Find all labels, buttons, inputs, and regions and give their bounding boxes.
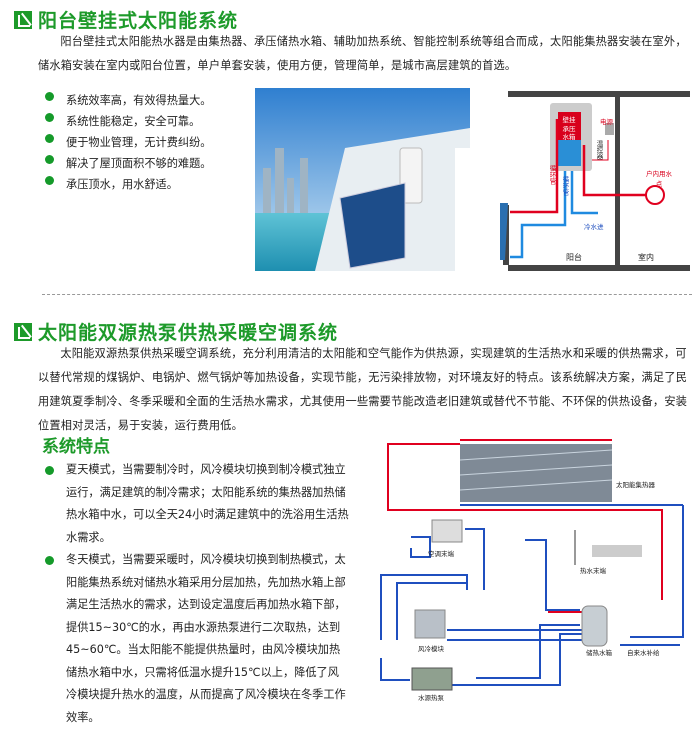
features-list: 夏天模式，当需要制冷时，风冷模块切换到制冷模式独立运行，满足建筑的制冷需求；太阳…: [45, 459, 350, 729]
section1-bullets: 系统效率高，有效得热量大。 系统性能稳定，安全可靠。 便于物业管理，无计费纠纷。…: [45, 92, 211, 197]
cold-in-label: 冷水进: [584, 223, 604, 231]
bullet-icon: [45, 556, 54, 565]
water-pump-label: 水源热泵: [418, 694, 444, 702]
air-module-label: 风冷模块: [418, 645, 444, 653]
section-marker-icon: [14, 10, 32, 29]
dual-source-system-diagram: [380, 439, 684, 691]
bullet-icon: [45, 134, 54, 143]
collector-label: 太阳能集热器: [616, 481, 655, 489]
list-item: 冬天模式，当需要采暖时，风冷模块切换到制热模式，太阳能集热系统对储热水箱采用分层…: [45, 549, 350, 729]
bullet-icon: [45, 155, 54, 164]
cold-pipe-label: 循环管: [561, 176, 569, 196]
features-title: 系统特点: [42, 437, 110, 457]
storage-tank-label: 储热水箱: [586, 649, 612, 657]
ac-end-label: 空调末端: [428, 550, 454, 558]
tap-supply-label: 自来水补给: [627, 649, 660, 657]
bullet-icon: [45, 92, 54, 101]
list-item: 夏天模式，当需要制冷时，风冷模块切换到制冷模式独立运行，满足建筑的制冷需求；太阳…: [45, 459, 350, 549]
indoor-label: 室内: [638, 253, 654, 262]
hot-pipe-label: 循环管: [548, 165, 556, 185]
balcony-solar-photo: [255, 88, 470, 271]
list-item: 系统效率高，有效得热量大。: [45, 92, 211, 113]
controller-label: 温控器: [595, 140, 603, 160]
outlet-label: 户内用水点: [646, 170, 672, 188]
section2-title: 太阳能双源热泵供热采暖空调系统: [14, 318, 338, 345]
hot-end-label: 热水末端: [580, 567, 606, 575]
bullet-icon: [45, 466, 54, 475]
section-marker-icon: [14, 322, 32, 341]
section2-intro: 太阳能双源热泵供热采暖空调系统，充分利用清洁的太阳能和空气能作为供热源，实现建筑…: [38, 347, 688, 432]
list-item: 解决了屋顶面积不够的难题。: [45, 155, 211, 176]
section1-title: 阳台壁挂式太阳能系统: [14, 6, 238, 33]
bullet-icon: [45, 176, 54, 185]
section-divider: [42, 294, 692, 295]
list-item: 系统性能稳定，安全可靠。: [45, 113, 211, 134]
tank-label: 壁挂承压水箱: [562, 116, 576, 141]
list-item: 承压顶水，用水舒适。: [45, 176, 211, 197]
balcony-label: 阳台: [566, 253, 582, 262]
balcony-system-diagram: [500, 91, 690, 271]
power-label: 电源: [600, 118, 613, 126]
list-item: 便于物业管理，无计费纠纷。: [45, 134, 211, 155]
bullet-icon: [45, 113, 54, 122]
section1-intro: 阳台壁挂式太阳能热水器是由集热器、承压储热水箱、辅助加热系统、智能控制系统等组合…: [38, 35, 687, 72]
